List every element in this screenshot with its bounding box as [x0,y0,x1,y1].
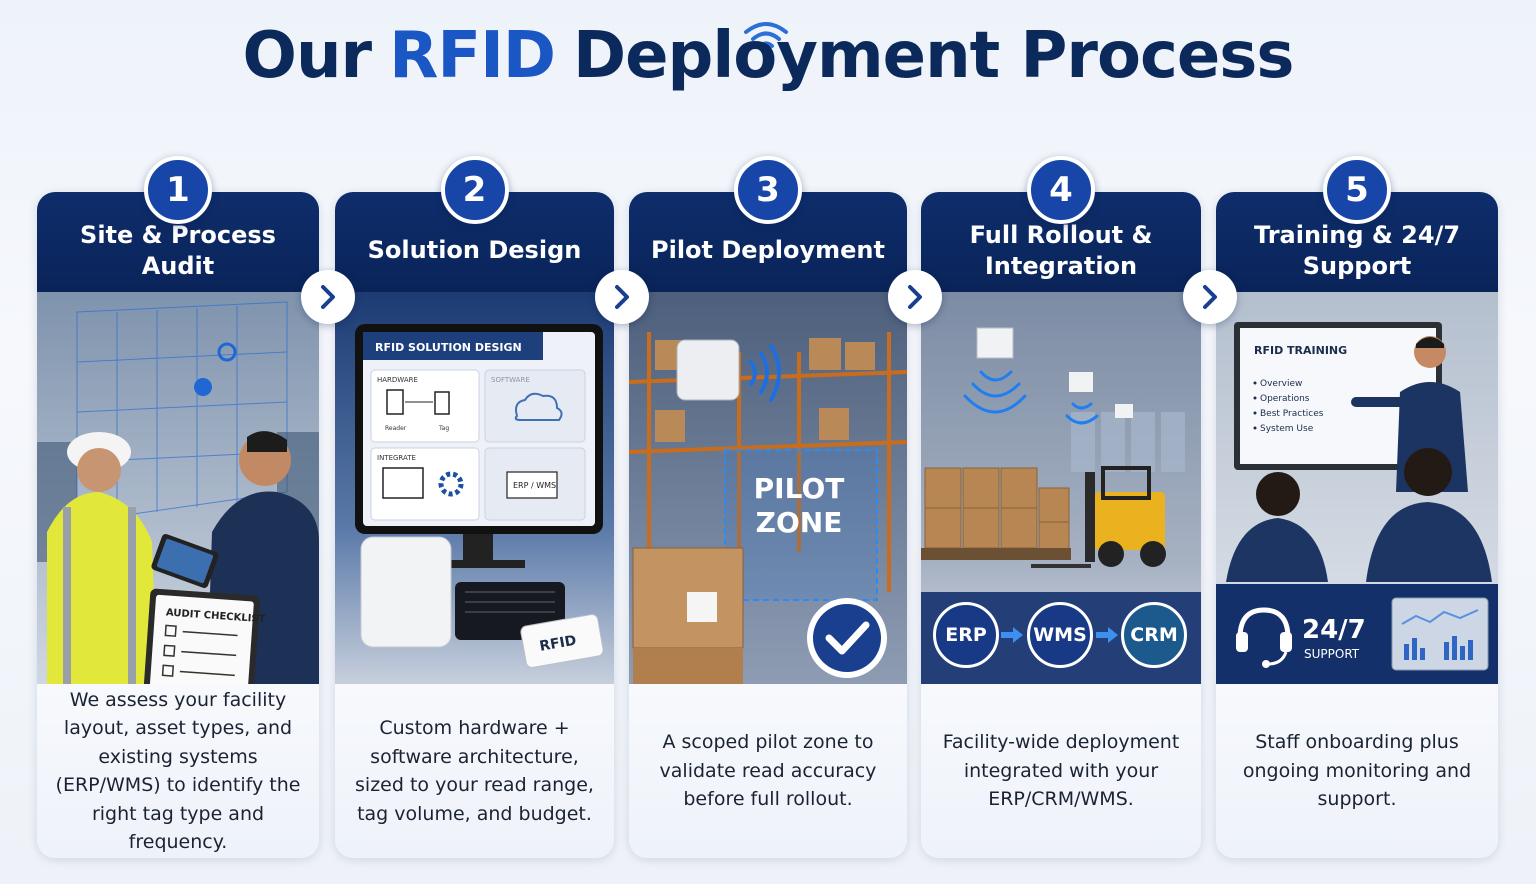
step-card: Full Rollout & Integration [921,192,1201,858]
training-bullet: Overview [1260,379,1302,389]
arrow-right-icon [1001,627,1023,643]
integrate-label: INTEGRATE [377,454,416,462]
erp-wms-label: ERP / WMS [513,481,556,490]
support-hours: 24/7 [1302,615,1366,645]
screen-title: RFID SOLUTION DESIGN [375,341,522,354]
design-illustration: RFID SOLUTION DESIGN HARDWARE Reader Tag… [335,292,614,684]
training-bullet: System Use [1260,424,1314,434]
crm-badge: CRM [1121,602,1187,668]
step-description: Custom hardware + software architecture,… [335,684,614,858]
step-3: Pilot Deployment [629,156,907,858]
next-step-arrow [595,270,649,324]
hardware-label: HARDWARE [377,376,418,384]
wms-badge: WMS [1027,602,1093,668]
title-part1: Our [242,19,373,93]
step-card: Solution Design RFID SOLUTION DESIGN HAR… [335,192,614,858]
step-2: Solution Design RFID SOLUTION DESIGN HAR… [335,156,614,858]
step-description: Staff onboarding plus ongoing monitoring… [1216,684,1498,858]
next-step-arrow [301,270,355,324]
pilot-illustration: PILOT ZONE [629,292,907,684]
wifi-signal-icon [744,22,788,48]
training-board-title: RFID TRAINING [1254,344,1347,357]
page-title: Our RFID Deployment Process [0,18,1536,95]
audit-illustration: AUDIT CHECKLIST [37,292,319,684]
step-1: Site & Process Audit [37,156,319,858]
software-label: SOFTWARE [491,376,530,384]
chevron-right-icon [908,285,922,309]
step-number-badge: 5 [1323,156,1391,224]
chevron-right-icon [1203,285,1217,309]
training-bullet: Operations [1260,394,1310,404]
title-accent: RFID [389,19,556,93]
step-number-badge: 4 [1027,156,1095,224]
step-description: Facility-wide deployment integrated with… [921,684,1201,858]
step-4: Full Rollout & Integration [921,156,1201,858]
step-number-badge: 3 [734,156,802,224]
step-card: Pilot Deployment [629,192,907,858]
chevron-right-icon [615,285,629,309]
step-number-badge: 1 [144,156,212,224]
step-number-badge: 2 [440,156,509,224]
arrow-right-icon [1096,627,1118,643]
pilot-zone-line2: ZONE [756,506,843,539]
support-label: SUPPORT [1304,647,1360,661]
rfid-tag-label: RFID [538,633,577,655]
next-step-arrow [888,270,942,324]
step-card: Site & Process Audit [37,192,319,858]
step-description: We assess your facility layout, asset ty… [37,684,319,858]
training-bullet: Best Practices [1260,409,1324,419]
tag-label: Tag [438,425,449,432]
step-card: Training & 24/7 Support RFID TRAINING Ov… [1216,192,1498,858]
pilot-zone-line1: PILOT [754,472,845,505]
integration-flow: ERP WMS CRM [921,600,1201,672]
step-description: A scoped pilot zone to validate read acc… [629,684,907,858]
reader-label: Reader [385,425,407,432]
title-part2: Deployment Process [573,19,1294,93]
chevron-right-icon [321,285,335,309]
step-5: Training & 24/7 Support RFID TRAINING Ov… [1216,156,1498,858]
next-step-arrow [1183,270,1237,324]
erp-badge: ERP [933,602,999,668]
training-illustration: RFID TRAINING Overview Operations Best P… [1216,292,1498,684]
